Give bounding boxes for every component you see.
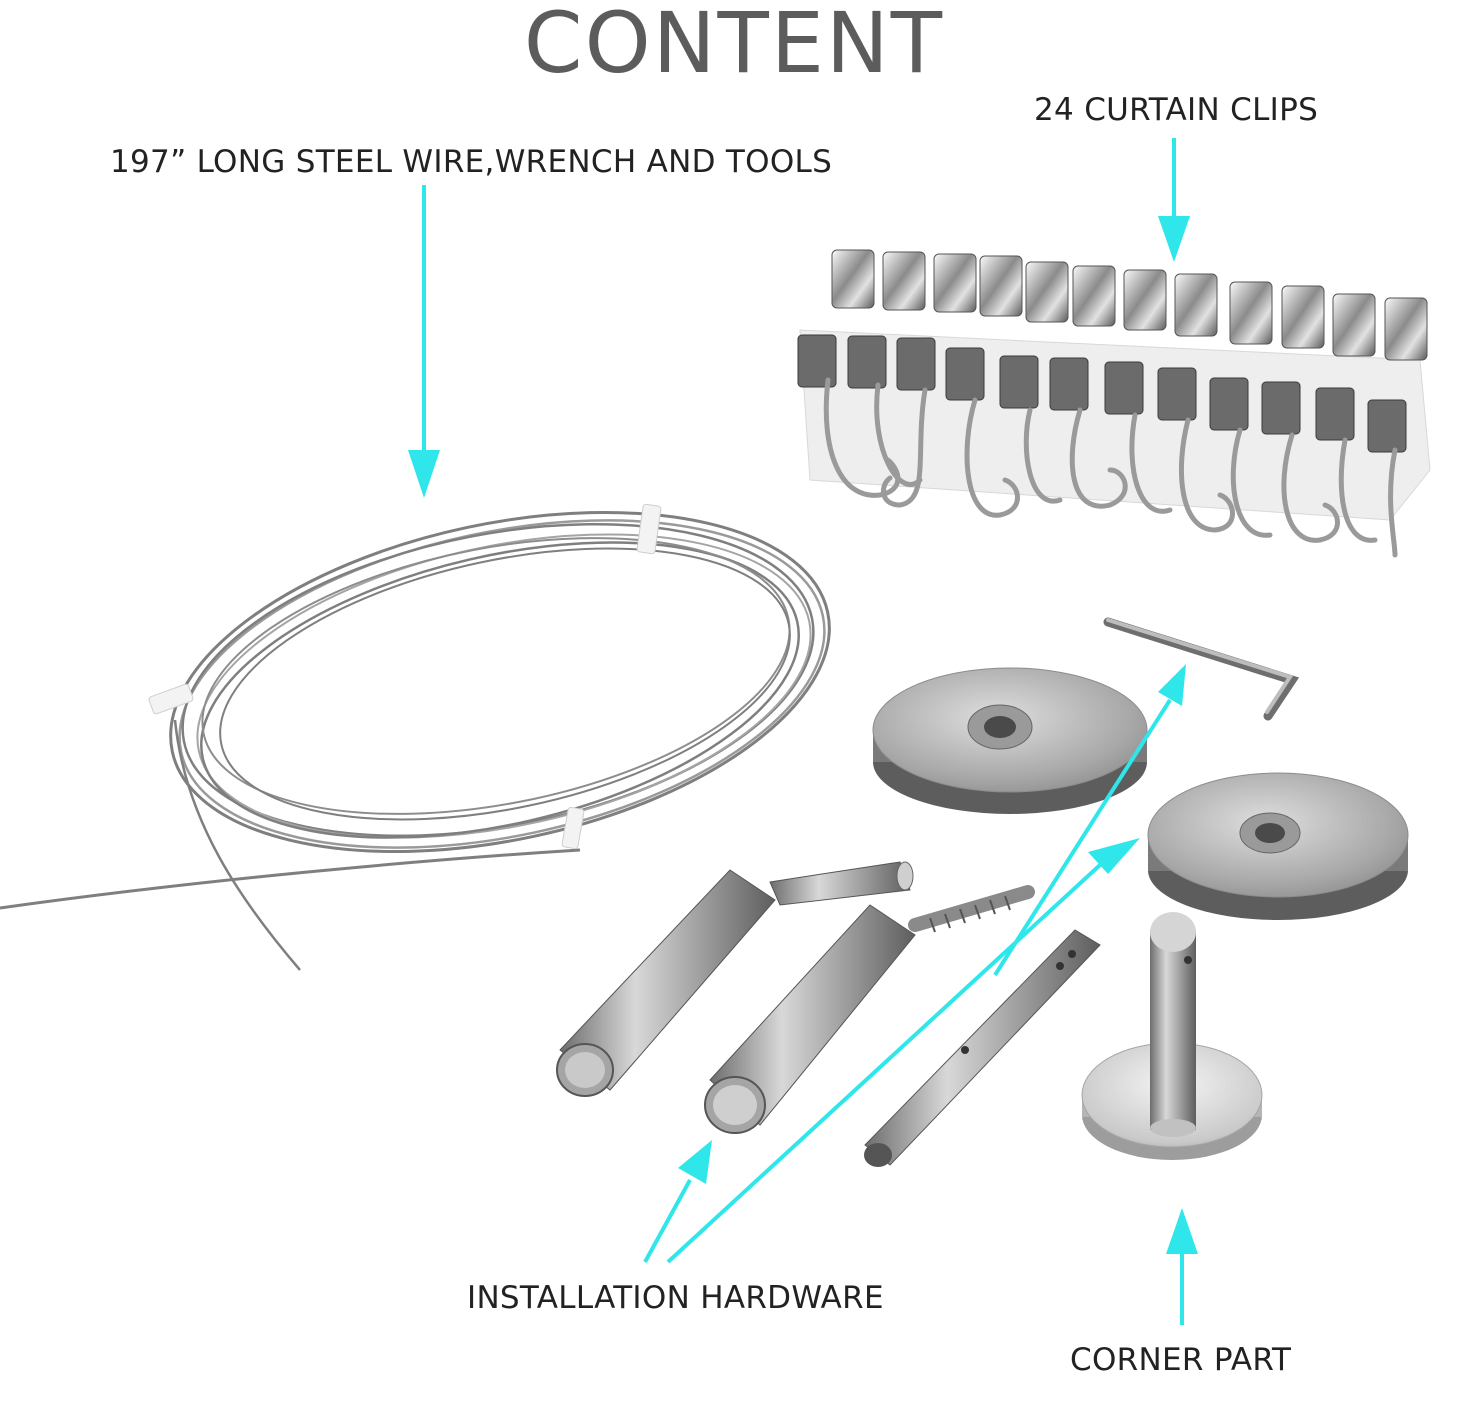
installation-arrow-3	[993, 664, 1186, 977]
wire-arrow	[408, 185, 440, 498]
steel-wire-label: 197” LONG STEEL WIRE,WRENCH AND TOOLS	[110, 144, 833, 180]
corner-arrow	[1166, 1208, 1198, 1325]
tensioner-rod-2	[704, 885, 1035, 1134]
corner-part	[1081, 912, 1263, 1160]
installation-arrow-2	[666, 838, 1140, 1264]
allen-wrench	[1103, 617, 1300, 721]
clips-arrow	[1158, 138, 1190, 262]
wall-disc-right	[1147, 772, 1409, 920]
installation-arrow-1	[643, 1140, 712, 1263]
tensioner-rod-3	[864, 929, 1101, 1167]
curtain-clips-strip	[797, 249, 1431, 558]
tensioner-rod-1	[556, 861, 914, 1097]
corner-part-label: CORNER PART	[1070, 1342, 1292, 1378]
cable-ties	[148, 503, 662, 850]
curtain-clips-label: 24 CURTAIN CLIPS	[1034, 92, 1319, 128]
wall-disc-left	[872, 667, 1148, 814]
callout-arrows	[408, 138, 1198, 1325]
steel-wire-coil	[0, 510, 831, 971]
installation-hardware-label: INSTALLATION HARDWARE	[467, 1280, 884, 1316]
page-title: CONTENT	[523, 0, 945, 92]
